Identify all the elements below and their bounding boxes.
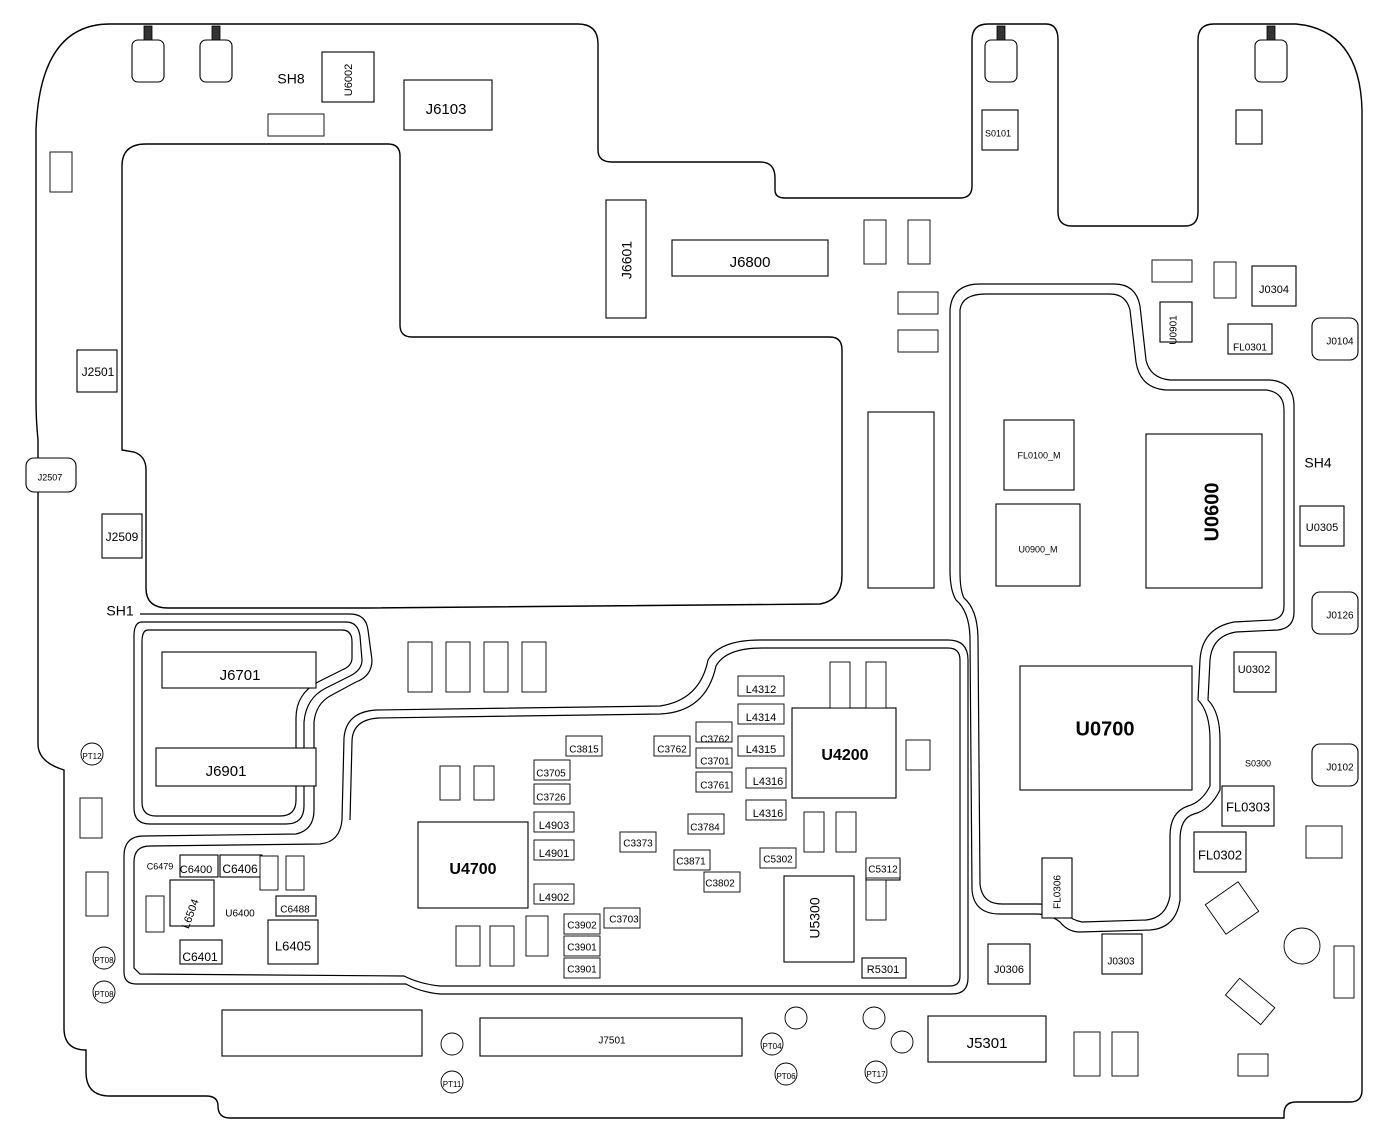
label-u6002: U6002 (343, 64, 355, 96)
label-r5301: R5301 (867, 964, 899, 976)
label-c3761: C3761 (700, 781, 730, 792)
label-c5312: C5312 (868, 865, 898, 876)
label-j6800: J6800 (730, 254, 771, 271)
label-c5302: C5302 (763, 855, 793, 866)
label-u0600: U0600 (1201, 483, 1223, 542)
board-outline (35, 23, 1363, 1119)
label-j2507: J2507 (38, 472, 63, 482)
label-l4903: L4903 (539, 820, 570, 832)
label-j2509: J2509 (106, 530, 139, 544)
label-u4700: U4700 (449, 861, 496, 878)
label-c3726: C3726 (536, 793, 566, 804)
pad-clusters (49, 113, 1355, 1077)
label-j6901: J6901 (206, 763, 247, 780)
label-pt08a: PT08 (94, 956, 114, 965)
label-u0305: U0305 (1306, 522, 1338, 534)
label-u0700: U0700 (1076, 718, 1135, 740)
label-c6401: C6401 (182, 950, 218, 964)
label-c3802: C3802 (705, 879, 735, 890)
shield-sh4-inner (959, 293, 1285, 923)
label-u0900: U0900_M (1018, 544, 1057, 554)
label-c3762a: C3762 (657, 745, 687, 756)
label-fl0301: FL0301 (1233, 343, 1267, 354)
label-s0300: S0300 (1245, 758, 1271, 768)
label-pt12: PT12 (82, 752, 102, 761)
label-j0104: J0104 (1326, 337, 1354, 348)
label-j0126: J0126 (1326, 611, 1354, 622)
label-c3902: C3902 (567, 921, 597, 932)
label-c6488: C6488 (280, 905, 310, 916)
label-j5301: J5301 (967, 1035, 1008, 1052)
shield-sh4-outer (949, 283, 1295, 933)
label-j6103: J6103 (426, 101, 467, 118)
label-pt06: PT06 (776, 1072, 796, 1081)
label-j6601: J6601 (619, 241, 635, 279)
top-clips (131, 25, 1288, 83)
label-pt04: PT04 (762, 1042, 782, 1051)
side-clips (25, 317, 1359, 787)
label-l4902: L4902 (539, 892, 570, 904)
label-l4316b: L4316 (753, 808, 784, 820)
label-u6400: U6400 (225, 909, 255, 920)
label-c3871: C3871 (676, 857, 706, 868)
label-sh8: SH8 (277, 71, 304, 87)
label-fl0306: FL0306 (1053, 875, 1064, 909)
label-j7501: J7501 (598, 1036, 626, 1047)
label-pt08b: PT08 (94, 990, 114, 999)
label-s0101: S0101 (985, 128, 1011, 138)
label-j6701: J6701 (220, 667, 261, 684)
label-u5300: U5300 (807, 897, 823, 938)
label-c3373: C3373 (623, 839, 653, 850)
label-fl0302: FL0302 (1198, 847, 1242, 862)
label-l6405: L6405 (275, 938, 311, 953)
board-cutout (121, 143, 843, 609)
label-l4901: L4901 (539, 848, 570, 860)
label-j0303: J0303 (1107, 957, 1135, 968)
label-c3901b: C3901 (567, 965, 597, 976)
label-fl0100: FL0100_M (1017, 450, 1060, 460)
label-pt11: PT11 (443, 1080, 462, 1089)
label-l4316a: L4316 (753, 776, 784, 788)
label-c3703: C3703 (609, 915, 639, 926)
label-j0306: J0306 (994, 964, 1024, 976)
label-u4200: U4200 (821, 747, 868, 764)
test-points (80, 742, 1321, 1094)
label-j2501: J2501 (82, 365, 115, 379)
label-c3762b: C3762 (700, 735, 730, 746)
label-j0304: J0304 (1259, 284, 1289, 296)
shield-sh1-inner-top2 (141, 629, 353, 817)
label-u0302: U0302 (1238, 664, 1270, 676)
label-c3901a: C3901 (567, 943, 597, 954)
label-l4315: L4315 (746, 744, 777, 756)
label-c3784: C3784 (690, 823, 720, 834)
label-c6406: C6406 (222, 862, 258, 876)
label-c6479: C6479 (147, 861, 174, 871)
label-j0102: J0102 (1326, 763, 1354, 774)
shield-sh1-outer (123, 613, 969, 995)
shield-sh1-inner-top (133, 621, 363, 825)
label-c6400: C6400 (180, 864, 212, 876)
label-fl0303: FL0303 (1226, 799, 1270, 814)
label-pt17: PT17 (866, 1070, 886, 1079)
label-c3701: C3701 (700, 757, 730, 768)
label-sh1: SH1 (106, 603, 133, 619)
label-l4314: L4314 (746, 712, 777, 724)
label-c3815: C3815 (569, 745, 599, 756)
label-sh4: SH4 (1304, 455, 1331, 471)
label-c3705: C3705 (536, 769, 566, 780)
label-u0901: U0901 (1169, 315, 1180, 345)
major-parts (76, 51, 1345, 1063)
label-l4312: L4312 (746, 684, 777, 696)
